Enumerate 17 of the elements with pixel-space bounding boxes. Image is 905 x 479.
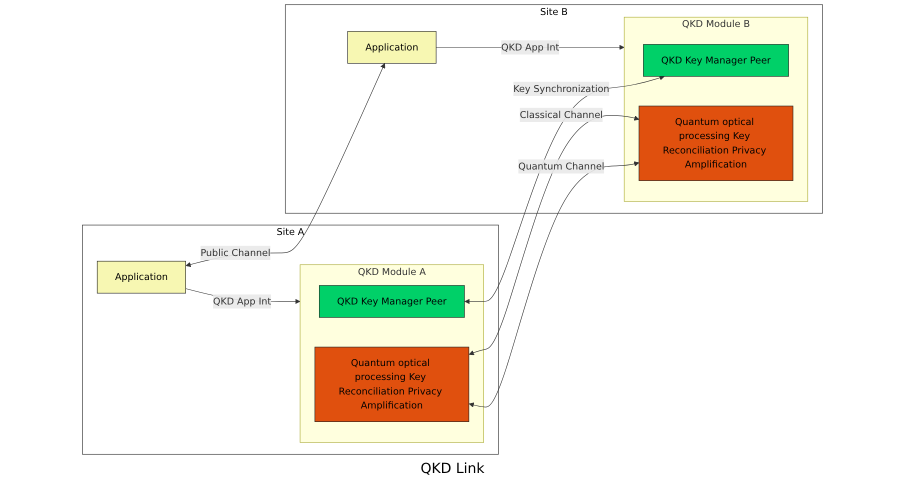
link-label: QKD Link	[420, 461, 485, 477]
arrow	[468, 115, 640, 356]
arrow	[468, 161, 640, 408]
node-box: Application	[347, 31, 436, 64]
arrow	[186, 63, 386, 268]
edge-label: Quantum Channel	[518, 160, 604, 172]
node-box: Application	[96, 260, 186, 294]
edge-label: QKD App Int	[213, 296, 272, 307]
node-box: Quantum optical processing Key Reconciliation Privacy Amplification	[314, 346, 470, 422]
node-box: Quantum optical processing Key Reconciliation Privacy Amplification	[638, 106, 794, 181]
edge-label: Classical Channel	[520, 108, 603, 120]
arrow	[464, 75, 665, 304]
edge-label: Key Synchronization	[513, 82, 610, 94]
node-box: QKD Key Manager Peer	[643, 44, 789, 77]
node-box: QKD Key Manager Peer	[318, 285, 465, 318]
edge-label: QKD App Int	[501, 41, 560, 53]
edge-label: Public Channel	[200, 246, 270, 258]
